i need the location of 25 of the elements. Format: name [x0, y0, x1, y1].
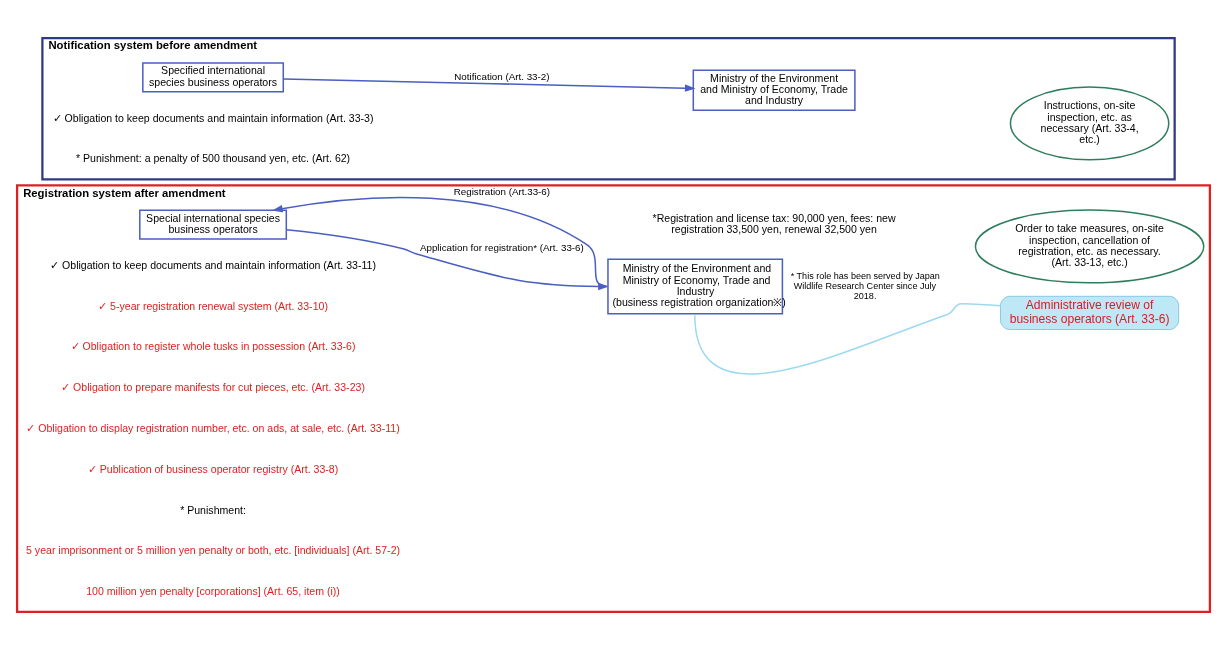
- label: ✓ Obligation to display registration number, etc. on ads, at sale, etc. (Art. 33-11): [26, 422, 400, 434]
- label: ✓ Publication of business operator registry (Art. 33-8): [87, 462, 339, 475]
- node-label: * This role has been served by Japan Wildlife Research Center since July 2018.: [790, 271, 940, 301]
- arrow: [272, 196, 608, 288]
- node-ellipse: Order to take measures, on-site inspection, cancellation of registration, etc. as necessary. (Art. 33-13, etc.): [974, 209, 1205, 284]
- label: * Punishment: a penalty of 500 thousand yen, etc. (Art. 62): [75, 152, 351, 165]
- edge-label: Notification (Art. 33-2): [454, 70, 550, 82]
- label: 5 year imprisonment or 5 million yen penalty or both, etc. [individuals] (Art. 57-2): [26, 544, 401, 557]
- label: ✓ Obligation to register whole tusks in possession (Art. 33-6): [70, 340, 356, 353]
- label: ✓ Obligation to keep documents and maintain information (Art. 33-11): [50, 258, 376, 271]
- edge-label: Application for registration* (Art. 33-6): [419, 242, 584, 254]
- node-box: Ministry of the Environment and Ministry of Economy, Trade and Industry: [692, 69, 856, 111]
- label: *Registration and license tax: 90,000 yen, fees: new registration 33,500 yen, renewal 32,500 yen: [652, 211, 896, 236]
- label: ✓ Obligation to keep documents and maintain information (Art. 33-3): [52, 111, 374, 124]
- edge-label: Registration (Art.33-6): [453, 186, 551, 198]
- label: * Punishment:: [180, 503, 246, 516]
- label: 100 million yen penalty [corporations] (Art. 65, item (i)): [86, 585, 340, 598]
- node-ellipse: Instructions, on-site inspection, etc. as necessary (Art. 33-4, etc.): [1009, 86, 1170, 161]
- label: ✓ 5-year registration renewal system (Art. 33-10): [98, 299, 328, 312]
- arrow: [282, 78, 696, 92]
- label: ✓ Obligation to prepare manifests for cut pieces, etc. (Art. 33-23): [61, 381, 365, 394]
- node-box: Specified international species business operators: [142, 62, 285, 93]
- node-box: Administrative review of business operators (Art. 33-6): [1000, 295, 1180, 330]
- node-box: Special international species business operators: [139, 209, 288, 240]
- connector: [694, 303, 1002, 375]
